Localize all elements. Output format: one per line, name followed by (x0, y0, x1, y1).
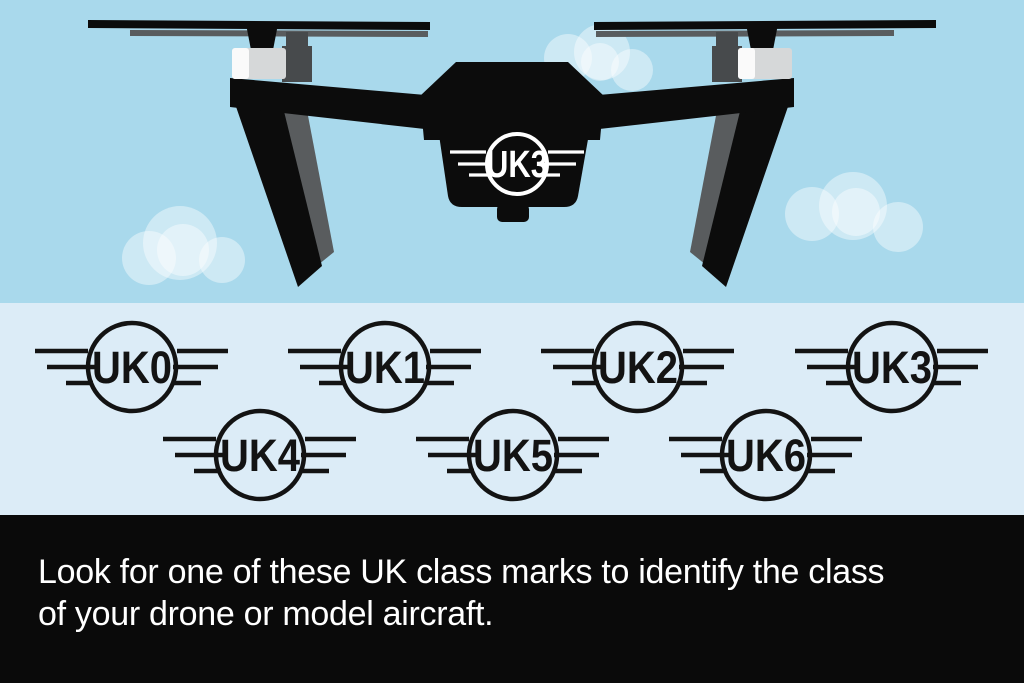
drone-badge-label: UK3 (486, 144, 548, 186)
class-mark-label: UK1 (345, 342, 425, 393)
rotor-blade-shadow (596, 30, 894, 37)
class-mark-label: UK4 (220, 430, 300, 481)
class-mark-uk4: UK4 (160, 405, 360, 505)
class-mark-uk1: UK1 (285, 317, 485, 417)
class-marks-section: UK0 UK1 UK2 UK3 UK4 UK5 UK6 (0, 303, 1024, 515)
sky-section: UK3 (0, 0, 1024, 303)
cloud (122, 206, 245, 285)
class-mark-label: UK3 (852, 342, 932, 393)
rotor-blade-shadow (130, 30, 428, 37)
caption-text: Look for one of these UK class marks to … (38, 551, 885, 635)
cloud (785, 172, 923, 252)
class-mark-uk6: UK6 (666, 405, 866, 505)
class-mark-label: UK0 (92, 342, 172, 393)
caption-line-2: of your drone or model aircraft. (38, 595, 494, 633)
caption-line-1: Look for one of these UK class marks to … (38, 553, 885, 591)
drone-body (230, 62, 794, 222)
class-mark-label: UK6 (726, 430, 806, 481)
motor-hub (746, 24, 778, 50)
rotor-blade (594, 20, 936, 30)
drone-illustration: UK3 (88, 20, 936, 287)
class-mark-uk3: UK3 (792, 317, 992, 417)
class-mark-label: UK5 (473, 430, 553, 481)
class-mark-uk5: UK5 (413, 405, 613, 505)
motor-pod-shadow (282, 32, 742, 82)
drone-class-badge: UK3 (450, 132, 584, 196)
class-mark-uk2: UK2 (538, 317, 738, 417)
class-mark-label: UK2 (598, 342, 678, 393)
motor-box (232, 48, 792, 79)
rotor-blade (88, 20, 430, 30)
landing-leg (702, 95, 792, 287)
class-mark-uk0: UK0 (32, 317, 232, 417)
caption-section: Look for one of these UK class marks to … (0, 515, 1024, 683)
landing-leg (232, 95, 322, 287)
motor-hub (246, 24, 278, 50)
